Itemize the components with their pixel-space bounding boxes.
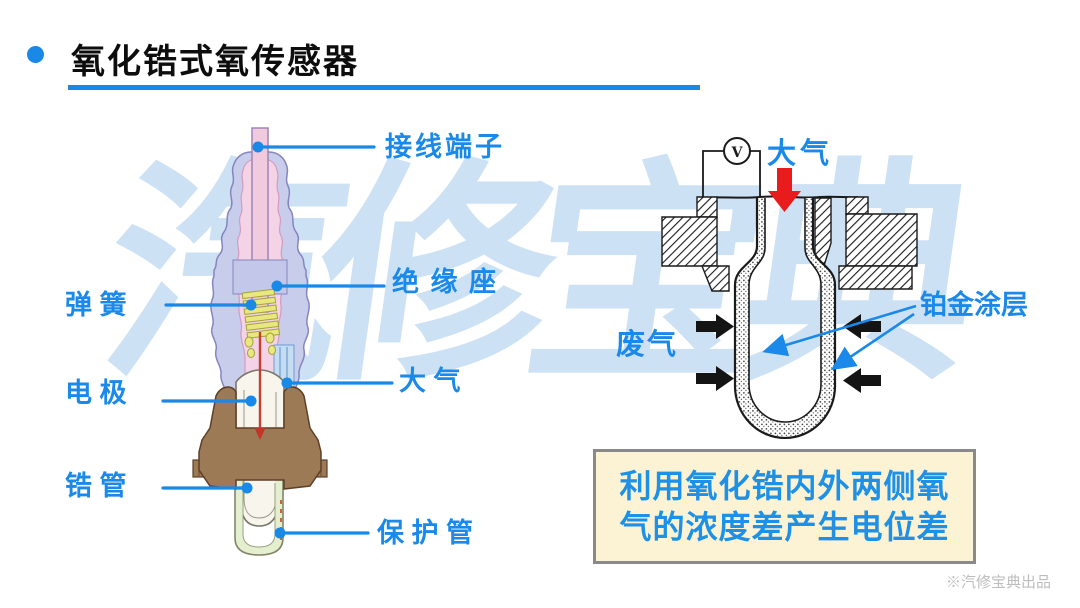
label-insulator: 绝 缘 座 [392,267,499,297]
flange-hatch [661,196,918,292]
label-terminal: 接线端子 [385,132,505,162]
zirconia-cell-schematic: V [661,137,918,440]
label-atmosphere-left: 大 气 [399,366,461,396]
label-zirconia-tube: 锆 管 [65,471,127,501]
leader-dot [274,527,286,539]
spring-coil [241,288,281,358]
note-line-2: 气的浓度差产生电位差 [619,508,950,545]
page-title: 氧化锆式氧传感器 [71,43,359,81]
protection-tube-outline [234,478,284,556]
label-electrode: 电 极 [65,378,127,408]
footer-credit: ※汽修宝典出品 [946,574,1052,591]
zirconia-u-tube-wall [735,198,835,438]
note-line-1: 利用氧化锆内外两侧氧 [619,467,950,504]
leader-dot [241,482,253,494]
label-protection-tube: 保 护 管 [377,518,474,548]
label-atmosphere-right: 大气 [767,138,834,170]
platinum-pointers [762,304,917,371]
leader-dot [281,377,293,389]
label-exhaust: 废气 [616,329,679,361]
title-bullet-icon [27,46,44,63]
title-underline [68,85,700,90]
air-arrow-red [768,168,801,212]
leader-dot [252,141,264,153]
u-tube-inner-line [748,198,822,423]
leader-lines-left [161,141,394,539]
voltmeter-wire [702,150,761,197]
protection-tube-inner-line [242,481,276,548]
voltmeter-label: V [731,145,744,161]
voltmeter-icon [723,137,751,165]
label-spring: 弹 簧 [65,290,127,320]
sensor-cross-section [192,127,328,556]
label-platinum-coating: 铂金涂层 [920,290,1028,320]
leader-dot [245,395,257,407]
u-tube-outer-line [733,198,837,440]
electrode-wire [254,332,266,440]
leader-dot [245,299,257,311]
note-box: 利用氧化锆内外两侧氧 气的浓度差产生电位差 [593,449,976,564]
leader-dot [271,280,283,292]
exhaust-arrows [696,314,881,393]
